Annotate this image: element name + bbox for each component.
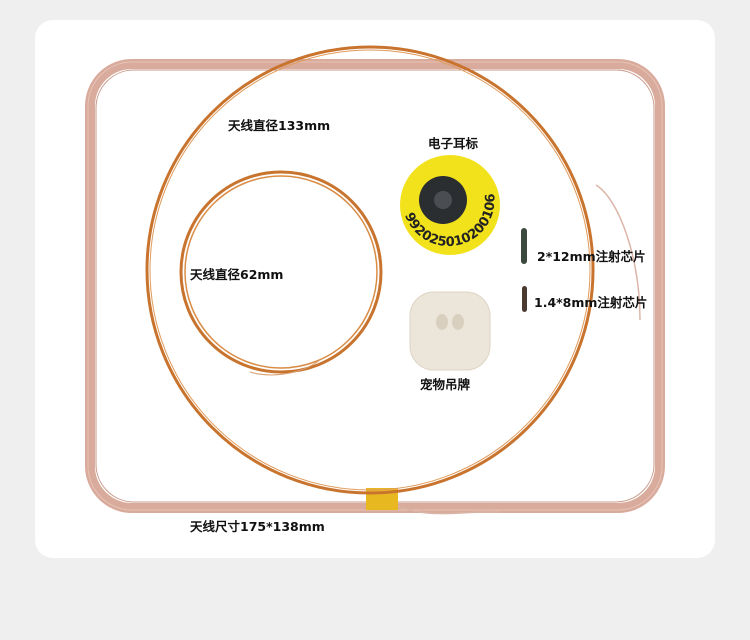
antenna-coil-133mm <box>145 45 595 495</box>
antenna-coil-62mm <box>179 170 383 376</box>
label-chip-1-4x8: 1.4*8mm注射芯片 <box>534 295 648 310</box>
rectangular-antenna-coil <box>85 59 665 515</box>
label-antenna-rect: 天线尺寸175*138mm <box>190 519 325 534</box>
ear-tag-image: 992025010200106 <box>400 155 500 255</box>
pet-tag-image <box>409 291 491 371</box>
injectable-chips <box>521 228 527 312</box>
label-antenna-62mm: 天线直径62mm <box>190 267 284 282</box>
label-chip-2x12: 2*12mm注射芯片 <box>537 249 646 264</box>
label-ear-tag: 电子耳标 <box>428 136 479 151</box>
label-pet-tag: 宠物吊牌 <box>420 377 471 392</box>
label-antenna-133mm: 天线直径133mm <box>228 118 331 133</box>
